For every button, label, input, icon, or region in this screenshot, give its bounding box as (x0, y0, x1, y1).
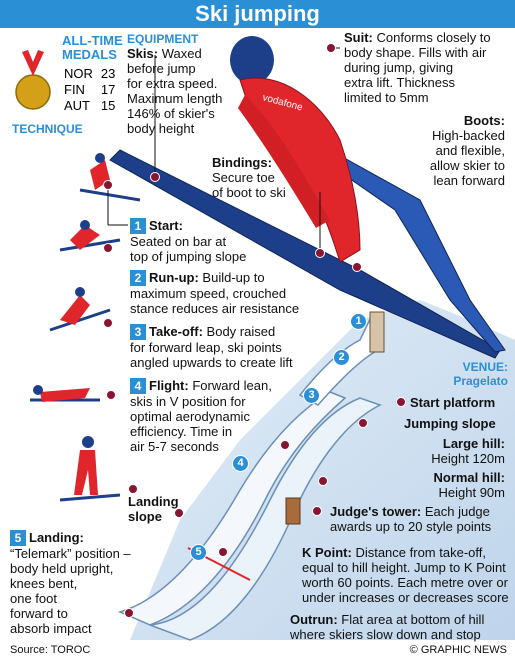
technique-skier-5 (59, 436, 121, 502)
suit-description: Suit: Conforms closely to body shape. Fi… (344, 30, 491, 105)
step-1-marker (103, 180, 113, 190)
bindings-description: Bindings: Secure toe of boot to ski (212, 155, 286, 200)
landing-slope-label: Landing slope (128, 494, 179, 524)
skis-marker (150, 172, 160, 182)
title-bar (0, 0, 515, 28)
normal-hill-info: Normal hill: Height 90m (433, 470, 505, 500)
suit-marker (326, 43, 336, 53)
hill-marker-3: 3 (303, 387, 320, 404)
judges-tower (285, 497, 301, 525)
step-5-marker (128, 484, 138, 494)
k-point-info: K Point: Distance from take-off, equal t… (302, 545, 509, 605)
jumping-slope-marker (358, 418, 368, 428)
gold-medal (15, 74, 51, 110)
technique-skier-3 (49, 287, 111, 332)
large-hill-info: Large hill: Height 120m (431, 436, 505, 466)
skis-description: Skis: Waxed before jump for extra speed.… (127, 46, 223, 136)
bindings-marker (315, 248, 325, 258)
outrun-marker (124, 608, 134, 618)
skier-arm (238, 95, 330, 228)
boots-description: Boots: High-backed and flexible, allow s… (429, 113, 505, 188)
normal-hill-marker (318, 476, 328, 486)
medals-heading: ALL-TIME MEDALS (62, 33, 123, 62)
technique-skier-2 (59, 220, 121, 252)
judges-tower-info: Judge's tower: Each judge awards up to 2… (330, 504, 492, 534)
hill-marker-1: 1 (350, 313, 367, 330)
page-title: Ski jumping (195, 1, 320, 26)
large-hill-marker (280, 440, 290, 450)
technique-skier-4 (30, 385, 100, 402)
boots-marker (352, 262, 362, 272)
outrun-info: Outrun: Flat area at bottom of hill wher… (290, 612, 485, 642)
step-4-marker (106, 390, 116, 400)
step-2-marker (103, 243, 113, 253)
medal-ribbon (22, 50, 44, 76)
hill-marker-2: 2 (333, 349, 350, 366)
jumping-slope-label: Jumping slope (404, 416, 496, 431)
hill-slope-right (149, 397, 382, 641)
venue-heading: VENUE: Pragelato (453, 360, 508, 388)
hill-marker-4: 4 (232, 455, 249, 472)
equipment-heading: EQUIPMENT (127, 32, 199, 46)
source-note: Source: TOROC (10, 644, 91, 656)
judges-tower-marker (312, 506, 322, 516)
landing-slope-marker (174, 508, 184, 518)
technique-heading: TECHNIQUE (12, 122, 83, 136)
k-point-marker (218, 547, 228, 557)
start-tower (369, 311, 385, 353)
credit-note: © GRAPHIC NEWS (409, 644, 507, 656)
hill-marker-5: 5 (190, 544, 207, 561)
skier-head (230, 36, 274, 84)
start-platform-label: Start platform (410, 395, 496, 410)
step-3-marker (103, 318, 113, 328)
start-platform-marker (396, 397, 406, 407)
